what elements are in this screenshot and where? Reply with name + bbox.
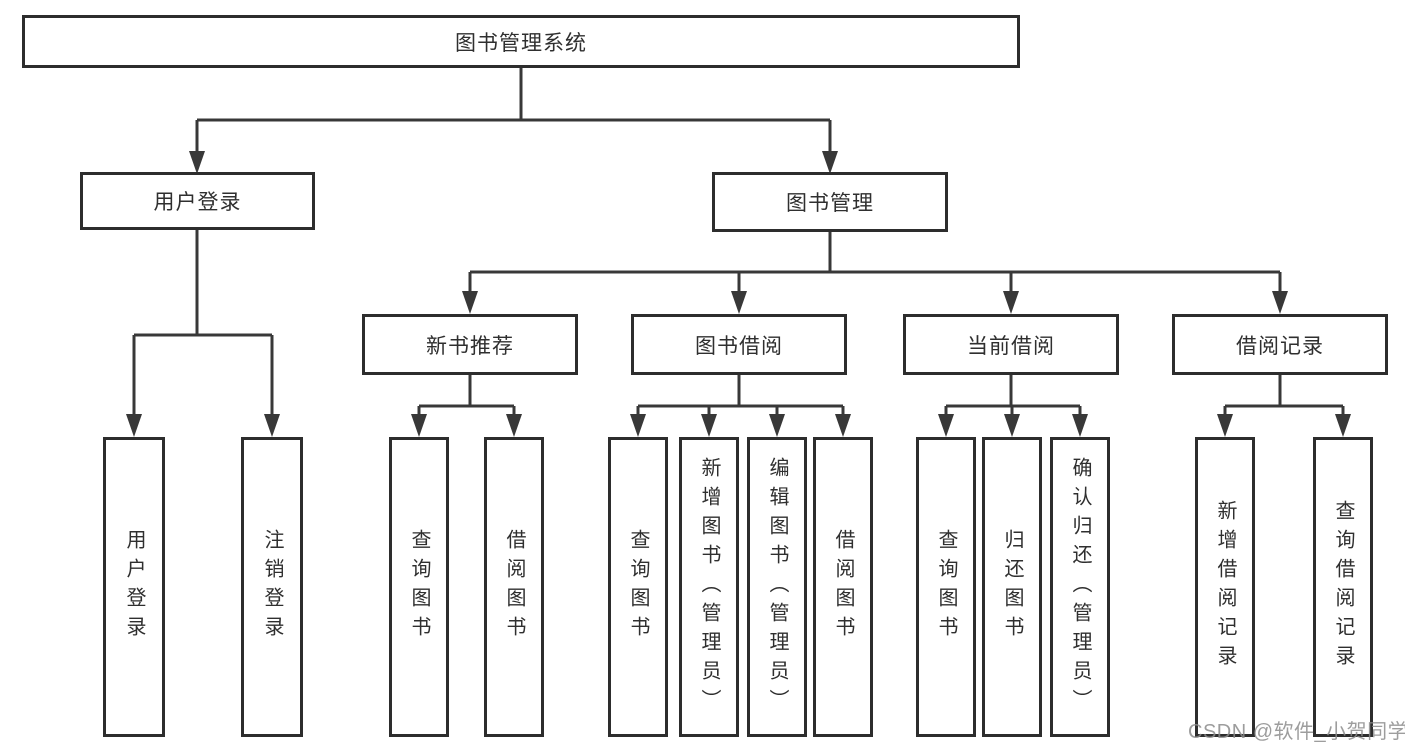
leaf-user-login: 用户登录 — [103, 437, 165, 737]
node-new-book-recommend: 新书推荐 — [362, 314, 578, 375]
arrow-icon — [264, 414, 280, 437]
arrow-icon — [1217, 414, 1233, 437]
node-label: 图书管理 — [786, 192, 874, 215]
arrow-icon — [1335, 414, 1351, 437]
leaf-query-borrow-record: 查询借阅记录 — [1313, 437, 1373, 737]
arrow-icon — [835, 414, 851, 437]
leaf-label: 查询图书 — [408, 529, 430, 645]
arrow-icon — [731, 291, 747, 314]
arrow-icon — [1072, 414, 1088, 437]
arrow-icon — [630, 414, 646, 437]
leaf-label: 确认归还（管理员） — [1069, 456, 1091, 718]
arrow-icon — [462, 291, 478, 314]
leaf-add-borrow-record: 新增借阅记录 — [1195, 437, 1255, 737]
arrow-icon — [126, 414, 142, 437]
arrow-icon — [411, 414, 427, 437]
leaf-edit-books-admin: 编辑图书（管理员） — [747, 437, 807, 737]
connector-root-to-level2 — [195, 68, 832, 156]
leaf-label: 新增图书（管理员） — [698, 456, 720, 718]
arrow-icon — [769, 414, 785, 437]
leaf-label: 注销登录 — [261, 529, 283, 645]
connector-user-login-to-leaves — [132, 230, 274, 420]
arrow-icon — [822, 151, 838, 174]
node-label: 借阅记录 — [1236, 334, 1324, 358]
node-label: 图书管理系统 — [455, 31, 587, 55]
csdn-watermark: CSDN @软件_小贺同学 — [1188, 721, 1405, 743]
node-label: 图书借阅 — [695, 334, 783, 358]
node-borrow-records: 借阅记录 — [1172, 314, 1388, 375]
leaf-label: 查询图书 — [935, 529, 957, 645]
leaf-label: 查询借阅记录 — [1332, 500, 1354, 674]
leaf-return-books: 归还图书 — [982, 437, 1042, 737]
node-label: 新书推荐 — [426, 334, 514, 358]
leaf-confirm-return-admin: 确认归还（管理员） — [1050, 437, 1110, 737]
connector-lines — [132, 68, 1345, 420]
connector-borrow-records-to-leaves — [1223, 375, 1345, 420]
connector-current-borrow-to-leaves — [944, 375, 1082, 420]
node-book-management: 图书管理 — [712, 172, 948, 232]
arrowheads — [126, 151, 1351, 437]
connector-book-management-to-level3 — [468, 232, 1282, 297]
node-book-borrow: 图书借阅 — [631, 314, 847, 375]
leaf-query-books-current: 查询图书 — [916, 437, 976, 737]
leaf-label: 用户登录 — [123, 529, 145, 645]
leaf-logout: 注销登录 — [241, 437, 303, 737]
leaf-label: 查询图书 — [627, 529, 649, 645]
node-label: 用户登录 — [153, 191, 242, 214]
node-user-login: 用户登录 — [80, 172, 315, 230]
leaf-add-books-admin: 新增图书（管理员） — [679, 437, 739, 737]
leaf-borrow-books-recommend: 借阅图书 — [484, 437, 544, 737]
arrow-icon — [1272, 291, 1288, 314]
node-current-borrow: 当前借阅 — [903, 314, 1119, 375]
node-label: 当前借阅 — [967, 334, 1055, 358]
arrow-icon — [938, 414, 954, 437]
leaf-query-books-recommend: 查询图书 — [389, 437, 449, 737]
arrow-icon — [1004, 414, 1020, 437]
leaf-label: 借阅图书 — [832, 529, 854, 645]
leaf-label: 编辑图书（管理员） — [766, 456, 788, 718]
leaf-borrow-books: 借阅图书 — [813, 437, 873, 737]
arrow-icon — [506, 414, 522, 437]
arrow-icon — [701, 414, 717, 437]
leaf-label: 借阅图书 — [503, 529, 525, 645]
connector-book-borrow-to-leaves — [636, 375, 845, 420]
arrow-icon — [1003, 291, 1019, 314]
leaf-query-books-borrow: 查询图书 — [608, 437, 668, 737]
leaf-label: 新增借阅记录 — [1214, 500, 1236, 674]
leaf-label: 归还图书 — [1001, 529, 1023, 645]
connector-new-book-to-leaves — [417, 375, 516, 420]
arrow-icon — [189, 151, 205, 174]
node-root-system: 图书管理系统 — [22, 15, 1020, 68]
